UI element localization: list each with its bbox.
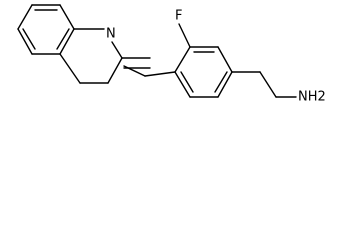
aminomethyl-bonds bbox=[231, 71, 297, 98]
benzo-ring bbox=[17, 4, 75, 55]
ring-nitrogen-label: N bbox=[106, 27, 116, 42]
chemical-structure-diagram: N F NH2 bbox=[17, 4, 326, 105]
amine-label: NH2 bbox=[298, 90, 326, 105]
fluorine-label: F bbox=[175, 9, 182, 24]
linker-bonds bbox=[123, 65, 176, 77]
saturated-ring bbox=[59, 28, 123, 84]
c-f-bond bbox=[178, 23, 191, 48]
fluorophenyl-ring bbox=[174, 46, 233, 98]
